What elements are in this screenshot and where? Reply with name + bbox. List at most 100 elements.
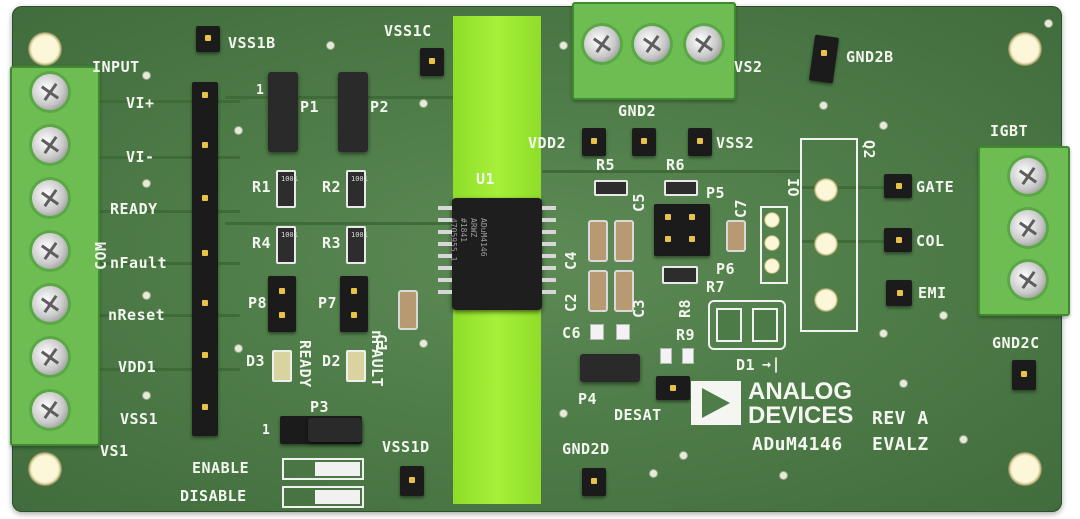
q2-pad [814, 232, 838, 256]
capacitor-c5 [614, 220, 634, 262]
screw-terminal[interactable] [634, 26, 670, 62]
com-label: COM [92, 241, 110, 270]
chip-leg [542, 230, 556, 234]
test-point-label: DESAT [614, 406, 662, 424]
refdes-label: R2 [322, 178, 342, 196]
via [143, 392, 150, 399]
via [235, 127, 242, 134]
smd-pad [752, 308, 778, 342]
copper-trace [100, 314, 240, 317]
screw-terminal[interactable] [32, 180, 68, 216]
jumper-p2[interactable] [338, 72, 368, 152]
capacitor-c7 [726, 220, 746, 252]
header-pin[interactable] [202, 300, 208, 306]
refdes-label: P1 [300, 98, 320, 116]
signal-label: nFault [110, 254, 168, 272]
header-pin [665, 236, 671, 242]
via [143, 72, 150, 79]
igbt-signal-label: COL [916, 232, 945, 250]
mounting-hole [28, 32, 62, 66]
led-label-ready: READY [296, 340, 314, 388]
refdes-label: C3 [630, 298, 648, 318]
via [1045, 20, 1052, 27]
test-point-label: VDD2 [528, 134, 567, 152]
chip-marking-line: #1841 [459, 218, 468, 243]
chip-leg [438, 242, 452, 246]
screw-terminal[interactable] [32, 127, 68, 163]
jumper-p4[interactable] [580, 354, 640, 382]
chip-leg [438, 290, 452, 294]
disable-label: DISABLE [180, 487, 247, 505]
refdes-label: C1 [372, 334, 390, 354]
screw-terminal[interactable] [32, 233, 68, 269]
vs1-label: VS1 [100, 442, 129, 460]
smd-pad [590, 324, 604, 340]
header-pin [591, 478, 597, 484]
diode-symbol-icon: →| [762, 355, 782, 373]
signal-label: VSS1 [120, 410, 159, 428]
screw-terminal[interactable] [1010, 210, 1046, 246]
signal-label: READY [110, 200, 158, 218]
via [960, 436, 967, 443]
jumper-p8[interactable] [268, 276, 296, 332]
header-pin [896, 237, 902, 243]
revision-label: REV A [872, 408, 929, 429]
screw-terminal[interactable] [32, 74, 68, 110]
screw-terminal[interactable] [1010, 262, 1046, 298]
refdes-label: R5 [596, 156, 616, 174]
header-pin[interactable] [202, 352, 208, 358]
header-pin [591, 138, 597, 144]
chip-leg [542, 254, 556, 258]
header-pin[interactable] [202, 142, 208, 148]
refdes-label: P4 [578, 390, 598, 408]
via [560, 410, 567, 417]
header-pin[interactable] [202, 195, 208, 201]
header-pin [409, 477, 415, 483]
capacitor-c3 [614, 270, 634, 312]
q2-label: Q2 [860, 140, 878, 160]
refdes-label: C2 [562, 292, 580, 312]
igbt-label: IGBT [990, 122, 1029, 140]
screw-terminal[interactable] [32, 339, 68, 375]
via [235, 345, 242, 352]
refdes-label: D3 [246, 352, 266, 370]
brand-line1: ANALOG [748, 378, 852, 405]
refdes-label: P3 [310, 398, 330, 416]
jumper-p1[interactable] [268, 72, 298, 152]
io-label: IO [784, 178, 802, 198]
led-ready [272, 350, 292, 382]
signal-label: nReset [108, 306, 166, 324]
pin1-mark: 1 [262, 423, 271, 438]
header-pin [697, 138, 703, 144]
header-pin [279, 288, 285, 294]
header-pin[interactable] [202, 92, 208, 98]
test-point-label: GND2C [992, 334, 1040, 352]
header-pin[interactable] [202, 250, 208, 256]
header-pin[interactable] [202, 404, 208, 410]
chip-leg [438, 254, 452, 258]
screw-terminal[interactable] [584, 26, 620, 62]
via [880, 330, 887, 337]
q2-outline [800, 138, 858, 332]
jumper-p7[interactable] [340, 276, 368, 332]
input-label: INPUT [92, 58, 140, 76]
header-pin [205, 35, 211, 41]
chip-leg [542, 266, 556, 270]
refdes-label: P8 [248, 294, 268, 312]
refdes-label: C4 [562, 250, 580, 270]
header-pin [897, 290, 903, 296]
header-pin [351, 288, 357, 294]
screw-terminal[interactable] [686, 26, 722, 62]
chip-marking-line: ARWZ [469, 218, 478, 238]
jumper-p5-p6[interactable] [654, 204, 710, 256]
screw-terminal[interactable] [32, 286, 68, 322]
test-point-label: VSS1D [382, 438, 430, 456]
screw-terminal[interactable] [1010, 158, 1046, 194]
resistor-r1: 1001 [276, 170, 298, 208]
signal-label: VI- [126, 148, 155, 166]
enable-label: ENABLE [192, 459, 250, 477]
jumper-cap [308, 418, 362, 442]
screw-terminal[interactable] [32, 392, 68, 428]
io-outline [760, 206, 788, 284]
refdes-label: R1 [252, 178, 272, 196]
